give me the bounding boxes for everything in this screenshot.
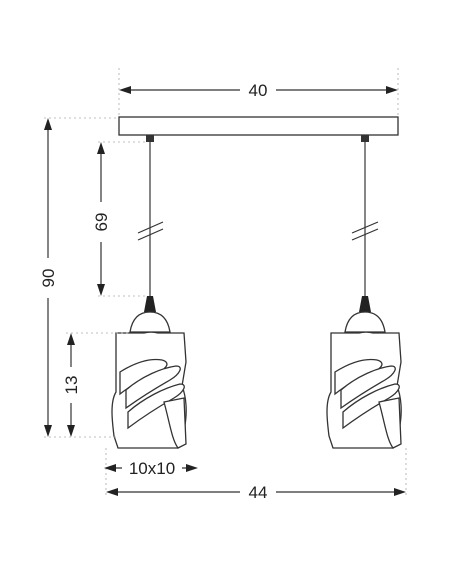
dimension-cable-length: 69 bbox=[89, 142, 113, 296]
lamp-shade-right bbox=[326, 311, 402, 449]
lamp-holder-right bbox=[359, 296, 371, 312]
dimension-label-cable-length: 69 bbox=[92, 213, 111, 232]
dimension-label-shade-height: 13 bbox=[62, 376, 81, 395]
dimension-label-shade-size: 10x10 bbox=[129, 459, 175, 478]
dimension-shade-height: 13 bbox=[59, 333, 83, 437]
dimension-label-total-height: 90 bbox=[39, 269, 58, 288]
lamp-holder-left bbox=[144, 296, 156, 312]
lamp-shade-left bbox=[111, 311, 187, 449]
cable-break-mark-left bbox=[137, 221, 164, 241]
dimension-canopy-width: 40 bbox=[119, 78, 398, 100]
canopy-fitting-right bbox=[361, 135, 369, 142]
dimension-label-total-width: 44 bbox=[249, 483, 268, 502]
dimension-label-canopy-width: 40 bbox=[249, 81, 268, 100]
dimension-shade-size: 10x10 bbox=[104, 456, 198, 478]
canopy-bar bbox=[118, 116, 399, 136]
cable-break-mark-right bbox=[351, 221, 379, 241]
dimension-total-height: 90 bbox=[36, 118, 60, 437]
canopy-fitting-left bbox=[146, 135, 154, 142]
dimension-total-width: 44 bbox=[106, 480, 406, 502]
